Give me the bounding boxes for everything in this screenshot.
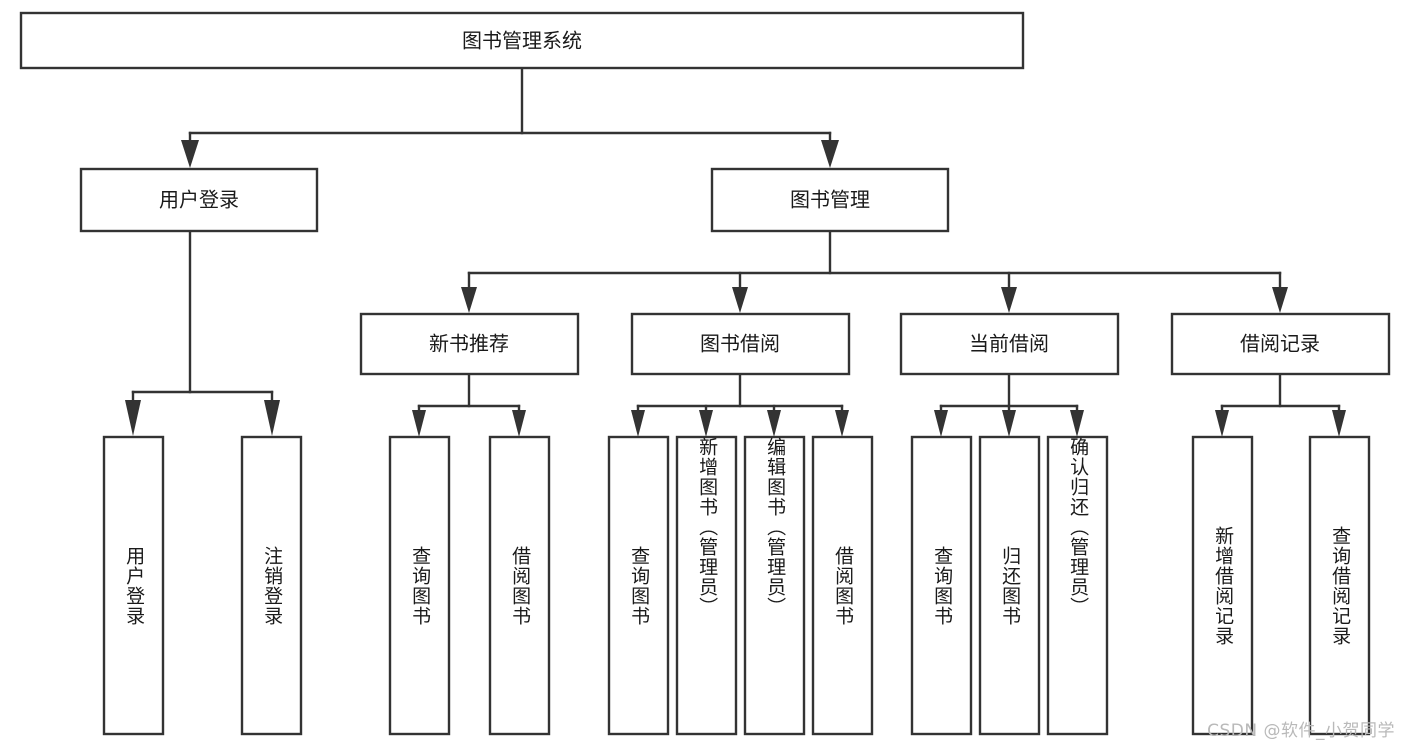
node-leaf-user-login-box[interactable] xyxy=(102,435,165,736)
arrow-icon-user-login xyxy=(181,140,199,168)
arrow-icon-leaf-return-book xyxy=(1002,410,1016,437)
arrow-icon-leaf-borrow-book-1 xyxy=(512,410,526,437)
node-user-login-label: 用户登录 xyxy=(159,188,239,212)
node-leaf-return-book-box[interactable] xyxy=(978,435,1041,736)
node-leaf-add-record-box[interactable] xyxy=(1191,435,1254,736)
node-book-management-box[interactable] xyxy=(710,167,950,233)
node-book-borrow-box[interactable] xyxy=(630,312,851,376)
arrow-icon-current-borrow xyxy=(1001,287,1017,313)
arrow-icon-leaf-edit-book xyxy=(767,410,781,437)
node-user-login-box[interactable] xyxy=(79,167,319,233)
node-leaf-query-book-2-box[interactable] xyxy=(607,435,670,736)
node-book-management-label: 图书管理 xyxy=(790,188,870,212)
node-leaf-edit-book-box[interactable] xyxy=(743,435,806,736)
node-book-borrow-label: 图书借阅 xyxy=(700,332,780,356)
node-leaf-add-book-box[interactable] xyxy=(675,435,738,736)
node-leaf-borrow-book-2-box[interactable] xyxy=(811,435,874,736)
arrow-icon-leaf-query-record xyxy=(1332,410,1346,437)
node-new-book-recommend[interactable]: 新书推荐 xyxy=(359,312,580,376)
node-borrow-record[interactable]: 借阅记录 xyxy=(1170,312,1391,376)
node-user-login[interactable]: 用户登录 xyxy=(79,167,319,233)
arrow-icon-leaf-query-book-3 xyxy=(934,410,948,437)
arrow-icon-leaf-query-book-1 xyxy=(412,410,426,437)
node-current-borrow-label: 当前借阅 xyxy=(969,332,1049,356)
node-current-borrow[interactable]: 当前借阅 xyxy=(899,312,1120,376)
arrow-icon-leaf-borrow-book-2 xyxy=(835,410,849,437)
node-leaf-query-book-1-box[interactable] xyxy=(388,435,451,736)
leaf-box-group xyxy=(102,435,1371,736)
node-borrow-record-label: 借阅记录 xyxy=(1240,332,1320,356)
node-book-management[interactable]: 图书管理 xyxy=(710,167,950,233)
node-leaf-query-book-3-box[interactable] xyxy=(910,435,973,736)
csdn-watermark: CSDN @软件_小贺同学 xyxy=(1207,721,1395,741)
arrowhead-group xyxy=(125,140,1346,437)
node-borrow-record-box[interactable] xyxy=(1170,312,1391,376)
node-leaf-borrow-book-1-box[interactable] xyxy=(488,435,551,736)
arrow-icon-borrow-record xyxy=(1272,287,1288,313)
arrow-icon-leaf-user-logout xyxy=(264,400,280,436)
arrow-icon-book-borrow xyxy=(732,287,748,313)
arrow-icon-leaf-user-login xyxy=(125,400,141,436)
arrow-icon-book-management xyxy=(821,140,839,168)
node-root[interactable]: 图书管理系统 xyxy=(19,11,1025,70)
arrow-icon-leaf-confirm-return xyxy=(1070,410,1084,437)
node-root-box[interactable] xyxy=(19,11,1025,70)
arrow-icon-new-book-recommend xyxy=(461,287,477,313)
node-book-borrow[interactable]: 图书借阅 xyxy=(630,312,851,376)
arrow-icon-leaf-query-book-2 xyxy=(631,410,645,437)
arrow-icon-leaf-add-book xyxy=(699,410,713,437)
node-new-book-recommend-box[interactable] xyxy=(359,312,580,376)
node-current-borrow-box[interactable] xyxy=(899,312,1120,376)
node-root-label: 图书管理系统 xyxy=(462,29,582,53)
node-leaf-confirm-return-box[interactable] xyxy=(1046,435,1109,736)
node-new-book-recommend-label: 新书推荐 xyxy=(429,332,509,356)
arrow-icon-leaf-add-record xyxy=(1215,410,1229,437)
node-leaf-query-record-box[interactable] xyxy=(1308,435,1371,736)
node-leaf-user-logout-box[interactable] xyxy=(240,435,303,736)
